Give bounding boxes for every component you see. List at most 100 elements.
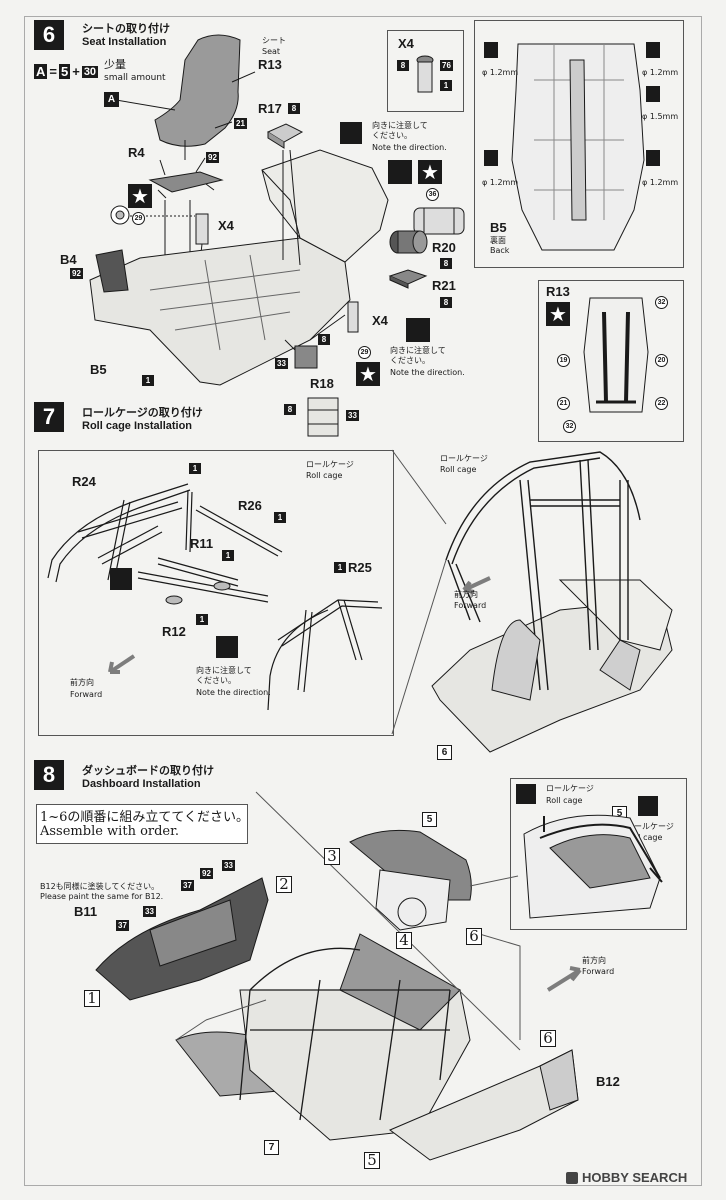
- paint-note-en: Please paint the same for B12.: [40, 892, 164, 901]
- page-frame: [24, 16, 702, 1186]
- rollcage-direction-icon: [110, 568, 132, 590]
- paint-note-jp: B12も同様に塗装してください。: [40, 882, 160, 891]
- part-r25: R25: [348, 560, 372, 575]
- note-b-en: Note the direction.: [390, 368, 465, 377]
- mix-en: small amount: [104, 73, 166, 83]
- part-1-r11: 1: [222, 550, 234, 561]
- forward2-label-jp: 前方向: [454, 590, 478, 599]
- b5-dia-3: φ 1.5mm: [642, 112, 679, 121]
- part-5-dash: 5: [422, 812, 437, 827]
- part-92-s8: 92: [200, 868, 213, 879]
- part-29-b: 29: [358, 346, 371, 359]
- part-b5: B5: [90, 362, 107, 377]
- body-direction-icon: [340, 122, 362, 144]
- order-mark-5: 5: [364, 1152, 380, 1169]
- star-icon-b: ★: [418, 160, 442, 184]
- part-33-b: 33: [143, 906, 156, 917]
- inset-rollcage-jp-b: ロールケージ: [626, 822, 674, 831]
- part-r11: R11: [190, 536, 214, 551]
- inset-rollcage-en-a: Roll cage: [546, 796, 583, 805]
- chassis-b5-drawing: [89, 149, 389, 386]
- b5-dia-2: φ 1.2mm: [642, 68, 679, 77]
- part-1-chassis: 1: [142, 375, 154, 386]
- order-mark-2: 2: [276, 876, 292, 893]
- watermark-text: HOBBY SEARCH: [582, 1170, 688, 1185]
- order-mark-6-b: 6: [540, 1030, 556, 1047]
- x4-pin-b-drawing: [347, 301, 359, 333]
- x4-exploded-drawing: [416, 55, 434, 93]
- forward-label-en: Forward: [70, 690, 103, 699]
- r13-32-b: 32: [563, 420, 576, 433]
- b5-dia-5: φ 1.2mm: [642, 178, 679, 187]
- seat-bracket-drawing: [307, 397, 339, 437]
- r20-part-drawing: [389, 230, 428, 254]
- part-8-b: 8: [440, 258, 452, 269]
- rollcage-label-en: Roll cage: [306, 471, 343, 480]
- order-mark-4: 4: [396, 932, 412, 949]
- step-8-title-en: Dashboard Installation: [82, 778, 201, 790]
- forward-label-jp: 前方向: [70, 678, 94, 687]
- part-r21: R21: [432, 278, 456, 293]
- part-1-r24: 1: [189, 463, 201, 474]
- part-92-a: 92: [206, 152, 219, 163]
- mix-plus: +: [72, 64, 80, 79]
- rollcage-parts-box: [38, 450, 394, 736]
- b5-back-drawing: [484, 42, 660, 251]
- part-7: 7: [264, 1140, 279, 1155]
- star-icon: ★: [128, 184, 152, 208]
- order-note-box: [36, 804, 248, 844]
- part-1-r25: 1: [334, 562, 346, 573]
- step7-note-en: Note the direction.: [196, 688, 271, 697]
- brush-icon-a: [388, 160, 412, 184]
- r13-21: 21: [557, 397, 570, 410]
- part-21: 21: [234, 118, 247, 129]
- star-icon-d: ★: [546, 302, 570, 326]
- part-8-e: 8: [284, 404, 296, 415]
- part-37-a: 37: [181, 880, 194, 891]
- watermark-icon: [566, 1171, 578, 1184]
- paint-mix-formula: A = 5 + 30: [34, 64, 99, 79]
- b5-back-sub-jp: 裏面: [490, 236, 506, 245]
- seat-drawing: [110, 34, 256, 290]
- brush-icon-d: [516, 784, 536, 804]
- step-8-number: 8: [34, 760, 64, 790]
- rollcage-label2-jp: ロールケージ: [440, 454, 488, 463]
- step8-forward-jp: 前方向: [582, 956, 606, 965]
- part-29: 29: [132, 212, 145, 225]
- order-mark-3: 3: [324, 848, 340, 865]
- part-a: A: [104, 92, 119, 107]
- rollcage-parts-drawing: [47, 483, 383, 711]
- inset-rollcage-jp-a: ロールケージ: [546, 784, 594, 793]
- x4-box-76: 76: [440, 60, 453, 71]
- step-7-number: 7: [34, 402, 64, 432]
- part-33-b: 33: [346, 410, 359, 421]
- r18-part-drawing: [294, 345, 318, 369]
- r13-harness-box: [538, 280, 684, 442]
- part-8-c: 8: [440, 297, 452, 308]
- part-92-b: 92: [70, 268, 83, 279]
- brush-icon-c: [216, 636, 238, 658]
- part-36: 36: [426, 188, 439, 201]
- note-b-jp: 向きに注意して ください。: [390, 346, 446, 365]
- brush-icon-e: [638, 796, 658, 816]
- part-37-b: 37: [116, 920, 129, 931]
- part-8-d: 8: [318, 334, 330, 345]
- part-r18: R18: [310, 376, 334, 391]
- mix-eq: =: [49, 64, 57, 79]
- step-6-title-en: Seat Installation: [82, 36, 167, 48]
- seat-label-en: Seat: [262, 47, 281, 56]
- b5-back-box: [474, 20, 684, 268]
- r21-part-drawing: [388, 269, 428, 289]
- forward2-label-en: Forward: [454, 601, 487, 610]
- part-r4: R4: [128, 145, 145, 160]
- step8-forward-en: Forward: [582, 967, 615, 976]
- watermark-logo: HOBBY SEARCH: [566, 1170, 687, 1185]
- mix-c1: 5: [58, 64, 71, 79]
- part-r24: R24: [72, 474, 96, 489]
- order-note-jp: 1~6の順番に組み立ててください。: [40, 810, 250, 825]
- part-6-step7: 6: [437, 745, 452, 760]
- part-r20: R20: [432, 240, 456, 255]
- step-7-title-jp: ロールケージの取り付け: [82, 406, 203, 419]
- rollcage-label2-en: Roll cage: [440, 465, 477, 474]
